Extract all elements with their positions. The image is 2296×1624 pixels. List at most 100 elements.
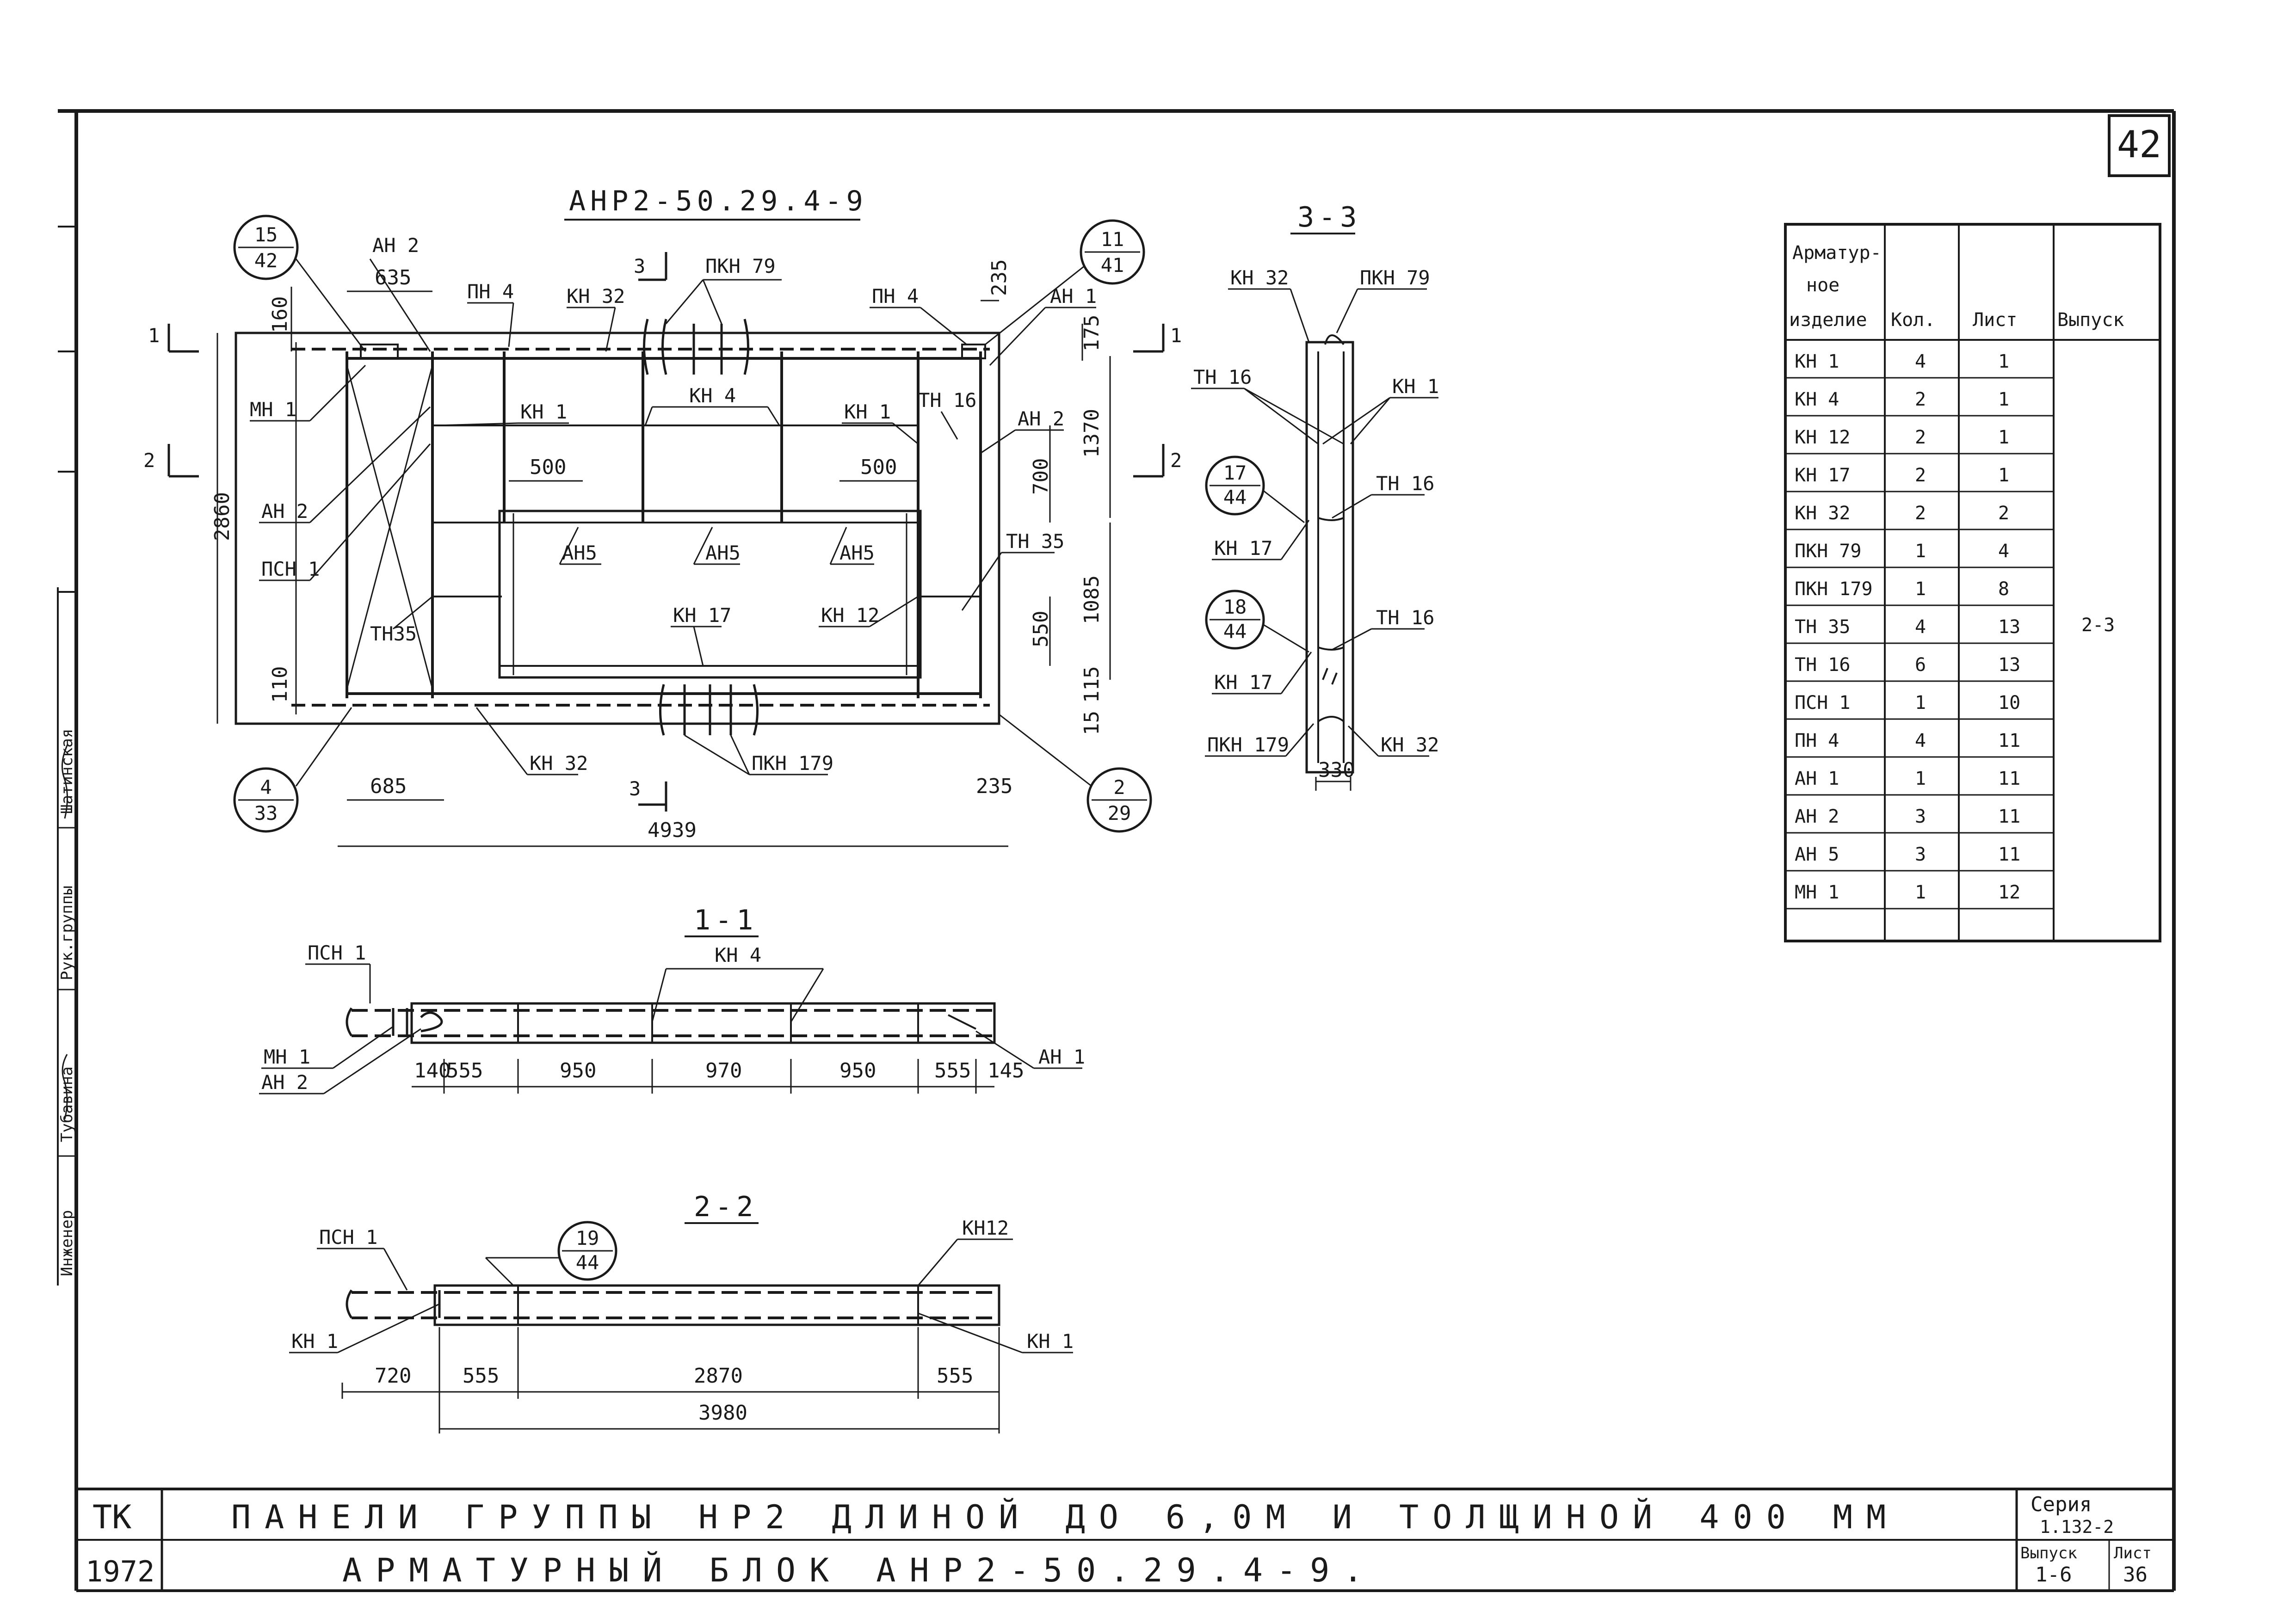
title-line-2: АРМАТУРНЫЙ БЛОК АНР2-50.29.4-9.	[342, 1551, 1376, 1589]
dim-700: 700	[1029, 458, 1053, 495]
s2-dim-total: 3980	[698, 1401, 747, 1425]
s1-dim-1: 555	[446, 1059, 483, 1083]
dim-1370: 1370	[1080, 409, 1104, 458]
dim-115: 115	[1080, 666, 1104, 703]
section-2-drawing	[346, 1284, 1000, 1326]
s1-dim-6: 145	[988, 1059, 1024, 1083]
th-qty: Кол.	[1891, 309, 1935, 331]
td-item: ПН 4	[1795, 730, 1839, 751]
ref-circle-17-44: 17 44	[1205, 455, 1305, 523]
sheet-value: 36	[2123, 1563, 2148, 1587]
td-item: АН 2	[1795, 806, 1839, 827]
spec-table: Арматур- ное изделие Кол. Лист Выпуск 2-…	[1784, 223, 2161, 942]
sheet-label: Лист	[2114, 1544, 2152, 1562]
sheet-number-box: 42	[2108, 114, 2171, 177]
svg-text:2: 2	[1113, 776, 1125, 799]
td-sheet: 2	[1998, 503, 2009, 524]
label-kn1-left: КН 1	[520, 400, 567, 423]
td-sheet: 11	[1998, 730, 2020, 751]
dim-160: 160	[268, 296, 292, 333]
s3-dim-330: 330	[1318, 758, 1355, 782]
section-1-labels: ПСН 1 КН 4 МН 1 АН 2 АН 1	[259, 941, 1085, 1095]
th-issue: Выпуск	[2057, 309, 2124, 331]
s1-dim-0: 140	[414, 1059, 451, 1083]
label-mn1: МН 1	[250, 398, 296, 421]
label-pkn79-top: ПКН 79	[705, 255, 776, 277]
dim-1085: 1085	[1080, 575, 1104, 624]
td-qty: 2	[1915, 465, 1926, 486]
s3-kn17-a: КН 17	[1214, 537, 1272, 560]
ref-circle-2-29: 2 29	[999, 714, 1152, 833]
svg-text:11: 11	[1101, 228, 1124, 251]
label-ah2-left: АН 2	[261, 500, 308, 523]
svg-text:33: 33	[254, 802, 278, 824]
label-tn35-right: ТН 35	[1006, 530, 1064, 553]
s3-kn17-b: КН 17	[1214, 671, 1272, 694]
label-ah1: АН 1	[1050, 285, 1097, 308]
td-item: ТН 16	[1795, 654, 1850, 676]
stamp-signature-1	[62, 1054, 68, 1120]
td-item: МН 1	[1795, 882, 1839, 903]
label-kn32-top: КН 32	[567, 285, 625, 308]
td-qty: 1	[1915, 692, 1926, 714]
td-item: КН 32	[1795, 503, 1850, 524]
stamp-role-1: Инженер	[58, 1210, 76, 1276]
th-item-l1: Арматур-	[1792, 242, 1882, 264]
td-sheet: 4	[1998, 541, 2009, 562]
s3-kn32-bottom: КН 32	[1381, 733, 1439, 756]
ref-circle-19-44: 19 44	[485, 1221, 617, 1286]
cut-3-top: 3	[634, 255, 645, 277]
label-ah5-3: АН5	[839, 541, 875, 564]
s2-kn1-left: КН 1	[291, 1330, 338, 1353]
td-qty: 1	[1915, 768, 1926, 789]
dim-685: 685	[370, 775, 407, 798]
s1-dim-5: 555	[934, 1059, 971, 1083]
s2-dim-0: 720	[375, 1364, 411, 1388]
td-qty: 2	[1915, 427, 1926, 448]
s3-tn16-left: ТН 16	[1193, 366, 1252, 388]
td-qty: 1	[1915, 578, 1926, 600]
main-view-dimensions: 635 235 160 175 2860 1370 700 500 500 10…	[210, 259, 1111, 847]
s3-pkn179: ПКН 179	[1207, 733, 1289, 756]
series-label: Серия	[2031, 1493, 2092, 1516]
series-value: 1.132-2	[2040, 1517, 2114, 1537]
td-sheet: 13	[1998, 616, 2020, 638]
stamp-signature-2	[61, 744, 68, 819]
td-item: АН 1	[1795, 768, 1839, 789]
title-line-1: ПАНЕЛИ ГРУППЫ НР2 ДЛИНОЙ ДО 6,0М И ТОЛЩИ…	[231, 1498, 1900, 1536]
label-psn1: ПСН 1	[261, 558, 320, 580]
s3-tn16-r2: ТН 16	[1376, 606, 1434, 629]
th-item-l3: изделие	[1789, 309, 1867, 331]
label-pn4-right: ПН 4	[872, 285, 919, 308]
dim-110: 110	[268, 666, 292, 703]
td-sheet: 11	[1998, 844, 2020, 865]
section-2-dimensions: 720 555 2870 555 3980	[341, 1327, 1000, 1433]
svg-text:44: 44	[576, 1251, 599, 1274]
section-3-title: 3-3	[1297, 201, 1361, 234]
td-item: АН 5	[1795, 844, 1839, 865]
cut-1-left: 1	[148, 324, 160, 347]
label-kn32-bottom: КН 32	[530, 752, 588, 775]
section-2-title: 2-2	[694, 1191, 758, 1223]
cut-markers: 1 1 2 2 3 3	[143, 252, 1182, 812]
label-ah5-2: АН5	[705, 541, 741, 564]
th-sheet: Лист	[1973, 309, 2017, 331]
main-view-title: АНР2-50.29.4-9	[569, 185, 868, 217]
label-pn4-left: ПН 4	[467, 280, 514, 303]
s2-psn1: ПСН 1	[319, 1226, 377, 1249]
title-code: ТК	[93, 1498, 131, 1536]
td-item: ПКН 79	[1795, 541, 1862, 562]
stamp-role-2: Рук.группы	[58, 886, 76, 980]
td-sheet: 11	[1998, 768, 2020, 789]
td-item: КН 17	[1795, 465, 1850, 486]
dim-235-top: 235	[988, 259, 1011, 296]
td-item: КН 12	[1795, 427, 1850, 448]
svg-text:19: 19	[576, 1227, 599, 1249]
sheet-number: 42	[2117, 123, 2161, 166]
dim-500-left: 500	[530, 455, 566, 479]
cut-1-right: 1	[1170, 324, 1182, 347]
s1-ah1: АН 1	[1038, 1046, 1085, 1068]
td-qty: 1	[1915, 882, 1926, 903]
label-pkn179: ПКН 179	[752, 752, 833, 775]
label-kn1-right: КН 1	[844, 400, 891, 423]
